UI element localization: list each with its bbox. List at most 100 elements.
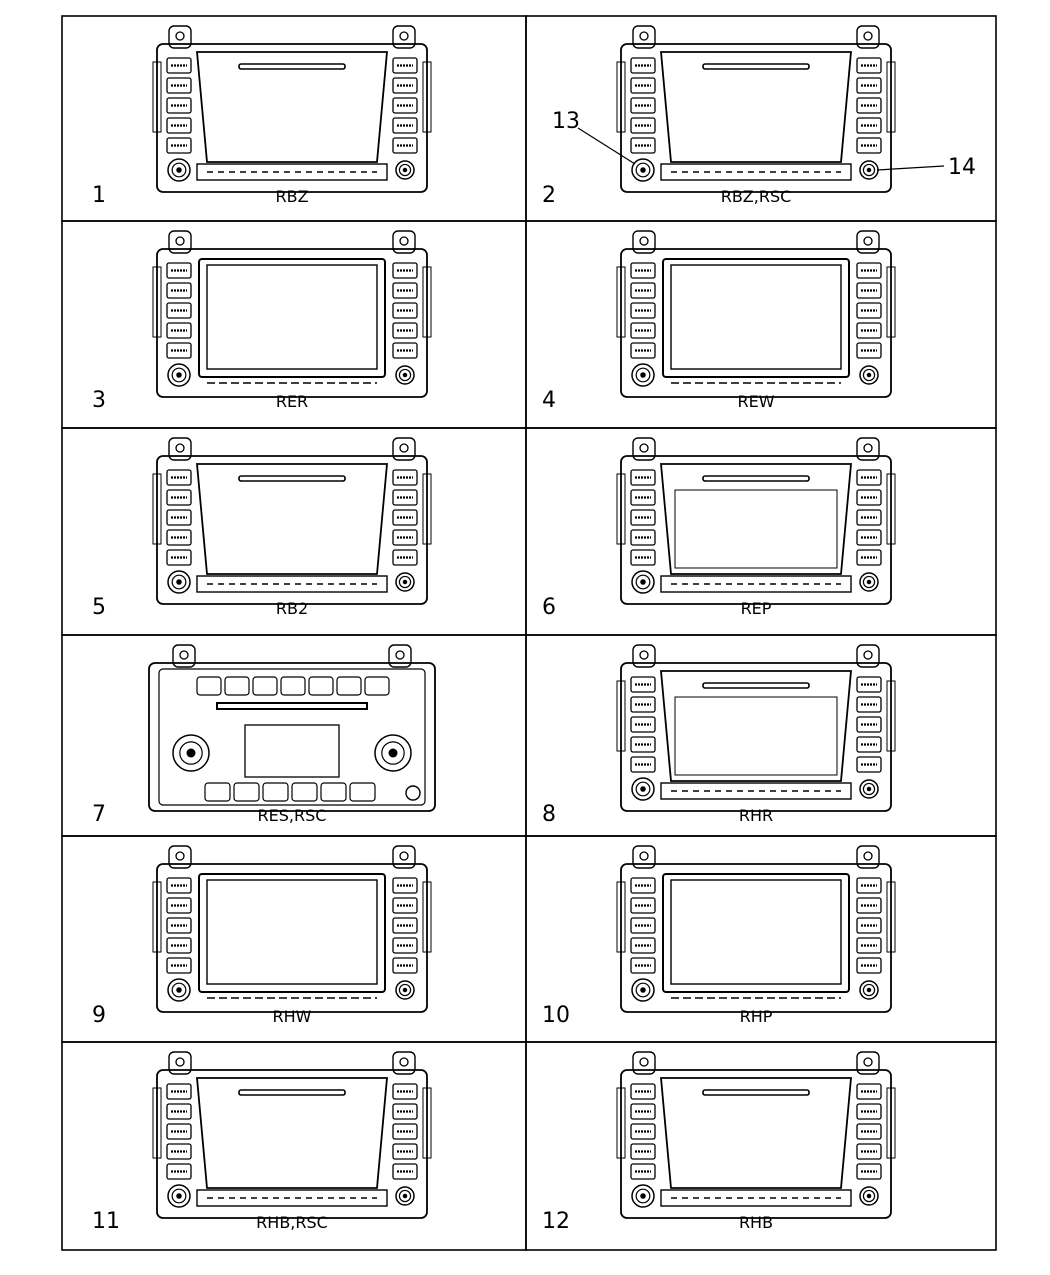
knob-inner — [635, 1188, 651, 1204]
side-rail — [422, 1087, 432, 1159]
mount-tab — [632, 644, 656, 668]
knob — [859, 980, 879, 1000]
side-rail — [886, 473, 896, 545]
radio-unit — [616, 230, 896, 398]
side-button — [630, 469, 656, 486]
side-button — [392, 342, 418, 359]
side-rail — [152, 266, 162, 338]
knob-center — [402, 167, 408, 173]
knob-inner — [862, 782, 876, 796]
touch-screen — [670, 879, 842, 985]
side-button — [856, 1103, 882, 1120]
knob — [859, 1186, 879, 1206]
knob-inner — [398, 163, 412, 177]
mount-tab — [392, 1051, 416, 1075]
item-number: 10 — [542, 1003, 570, 1028]
side-button — [856, 549, 882, 566]
knob — [167, 158, 191, 182]
model-code-label: RHB,RSC — [256, 1213, 328, 1232]
mount-hole — [175, 1057, 185, 1067]
side-button — [856, 529, 882, 546]
side-rail — [616, 473, 626, 545]
side-button — [166, 549, 192, 566]
faceplate — [156, 455, 428, 605]
side-button — [856, 1123, 882, 1140]
side-button — [630, 489, 656, 506]
radio-unit — [616, 845, 896, 1013]
model-code-label: RBZ,RSC — [721, 187, 792, 206]
touch-screen — [206, 879, 378, 985]
faceplate — [620, 863, 892, 1013]
mount-tab — [392, 845, 416, 869]
side-button — [856, 1143, 882, 1160]
mount-tab — [392, 230, 416, 254]
side-button — [630, 716, 656, 733]
side-button — [392, 549, 418, 566]
radio-unit — [148, 644, 436, 812]
side-button — [166, 897, 192, 914]
side-button — [166, 137, 192, 154]
knob-inner — [862, 368, 876, 382]
top-button — [280, 676, 306, 696]
radio-unit — [616, 1051, 896, 1219]
knob-center — [402, 372, 408, 378]
cd-slot — [702, 475, 810, 482]
knob-inner — [171, 162, 187, 178]
cd-slot — [702, 1089, 810, 1096]
item-number: 12 — [542, 1209, 570, 1234]
side-button — [630, 897, 656, 914]
mount-hole — [639, 1057, 649, 1067]
knob-inner — [179, 741, 203, 765]
side-rail — [886, 680, 896, 752]
knob-center — [640, 987, 646, 993]
side-button — [856, 342, 882, 359]
aux-jack — [405, 785, 421, 801]
side-button — [166, 77, 192, 94]
side-button — [392, 877, 418, 894]
radio-unit — [616, 437, 896, 605]
side-rail — [886, 1087, 896, 1159]
side-button — [856, 1083, 882, 1100]
mount-tab — [856, 644, 880, 668]
touch-screen — [670, 264, 842, 370]
lower-bar — [196, 163, 388, 181]
item-number: 3 — [92, 388, 106, 413]
side-button — [630, 509, 656, 526]
knob-center — [176, 987, 182, 993]
mount-tab — [856, 25, 880, 49]
knob-inner — [635, 982, 651, 998]
side-button — [856, 1163, 882, 1180]
side-button — [392, 302, 418, 319]
leader-line — [876, 165, 945, 171]
mount-hole — [863, 31, 873, 41]
knob-inner — [398, 1189, 412, 1203]
side-button — [856, 97, 882, 114]
mount-hole — [639, 236, 649, 246]
callout-number: 14 — [948, 155, 976, 180]
side-rail — [422, 473, 432, 545]
knob — [395, 160, 415, 180]
side-rail — [616, 680, 626, 752]
item-number: 11 — [92, 1209, 120, 1234]
mount-hole — [639, 443, 649, 453]
side-button — [166, 937, 192, 954]
mount-hole — [179, 650, 189, 660]
top-button — [336, 676, 362, 696]
side-button — [166, 1083, 192, 1100]
cd-slot — [238, 1089, 346, 1096]
item-number: 2 — [542, 183, 556, 208]
side-button — [856, 469, 882, 486]
knob-center — [402, 987, 408, 993]
side-button — [856, 877, 882, 894]
faceplate — [148, 662, 436, 812]
mount-tab — [168, 230, 192, 254]
side-button — [630, 117, 656, 134]
side-button — [392, 529, 418, 546]
side-button — [856, 137, 882, 154]
item-number: 4 — [542, 388, 556, 413]
side-button — [392, 1143, 418, 1160]
mount-tab — [168, 1051, 192, 1075]
side-button — [392, 897, 418, 914]
side-button — [166, 1123, 192, 1140]
mount-tab — [856, 1051, 880, 1075]
